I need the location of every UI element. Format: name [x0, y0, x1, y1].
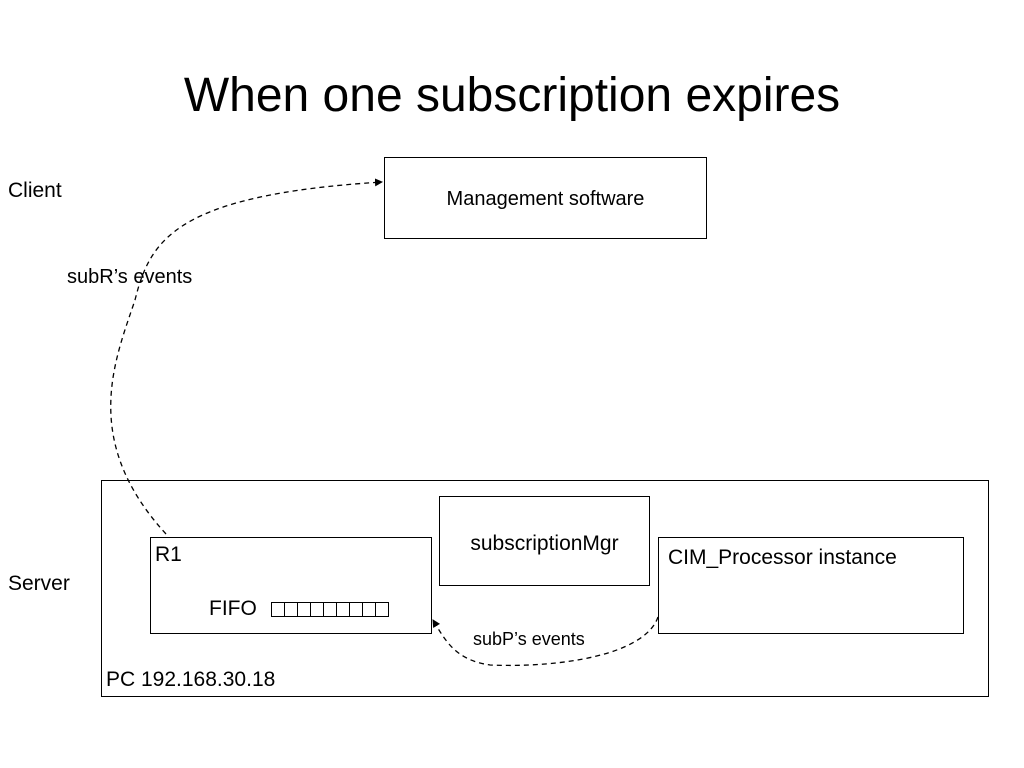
subp-events-label: subP’s events	[473, 629, 585, 649]
management-software-box: Management software	[384, 157, 707, 239]
fifo-cell	[375, 602, 389, 617]
fifo-label: FIFO	[209, 597, 257, 620]
slide-title: When one subscription expires	[183, 69, 841, 122]
subscription-mgr-label: subscriptionMgr	[470, 532, 619, 555]
subr-events-arrow	[110, 178, 383, 535]
fifo-queue	[271, 602, 389, 617]
cim-processor-box: CIM_Processor instance	[658, 537, 964, 634]
cim-processor-label: CIM_Processor instance	[668, 546, 897, 569]
client-label: Client	[8, 179, 62, 202]
r1-box: R1 FIFO	[150, 537, 432, 634]
server-label: Server	[8, 572, 70, 595]
pc-address-label: PC 192.168.30.18	[106, 668, 276, 691]
r1-label: R1	[155, 543, 182, 566]
subp-events-arrow	[432, 616, 659, 667]
management-software-label: Management software	[446, 188, 645, 210]
subr-events-label: subR’s events	[67, 266, 193, 288]
subscription-mgr-box: subscriptionMgr	[439, 496, 650, 586]
